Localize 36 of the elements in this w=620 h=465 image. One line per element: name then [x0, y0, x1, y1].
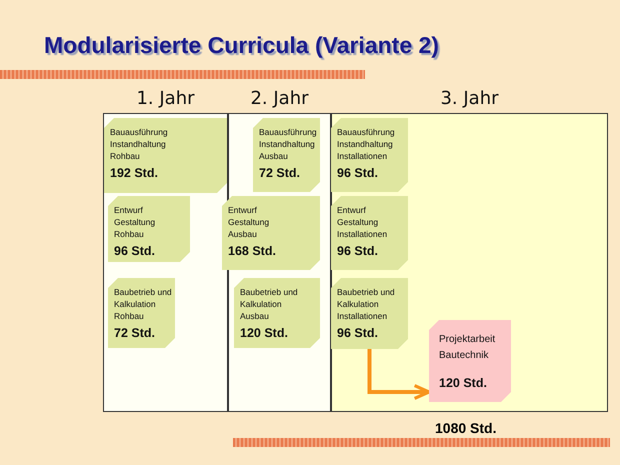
slide-title: Modularisierte Curricula (Variante 2) — [44, 32, 439, 59]
module-box — [104, 118, 227, 193]
module-name: Bauausführung Instandhaltung Installationen — [337, 126, 396, 162]
module-name: Projektarbeit Bautechnik — [439, 333, 496, 363]
module-box — [234, 278, 320, 348]
module-name: Entwurf Gestaltung Rohbau — [114, 204, 156, 240]
hours-text: 120 Std. — [439, 376, 488, 390]
module-box — [429, 320, 511, 402]
arrow — [368, 349, 431, 400]
column-header: 1. Jahr — [135, 88, 196, 110]
hours-text: 96 Std. — [114, 244, 156, 258]
module-box — [253, 118, 320, 192]
hours-text: 120 Std. — [240, 326, 289, 340]
module-box — [108, 196, 190, 262]
module-name: Entwurf Gestaltung Ausbau — [228, 204, 270, 240]
module-name: Baubetrieb und Kalkulation Ausbau — [240, 286, 299, 322]
hours-text: 72 Std. — [114, 326, 156, 340]
module-box — [108, 278, 175, 348]
module-name: Baubetrieb und Kalkulation Rohbau — [114, 286, 173, 322]
hours-text: 192 Std. — [110, 166, 159, 180]
column-header: 3. Jahr — [439, 88, 500, 110]
total-hours-text: 1080 Std. — [435, 420, 496, 436]
hours-text: 96 Std. — [337, 244, 379, 258]
module-box — [331, 118, 408, 192]
module-name: Baubetrieb und Kalkulation Installationen — [337, 286, 396, 322]
hours-text: 168 Std. — [228, 244, 277, 258]
column-header: 2. Jahr — [249, 88, 310, 110]
hours-text: 96 Std. — [337, 326, 379, 340]
module-name: Entwurf Gestaltung Installationen — [337, 204, 388, 240]
module-box — [222, 196, 320, 270]
hours-text: 72 Std. — [259, 166, 301, 180]
module-box — [331, 196, 408, 270]
module-name: Bauausführung Instandhaltung Rohbau — [110, 126, 169, 162]
module-box — [331, 278, 408, 349]
hours-text: 96 Std. — [337, 166, 379, 180]
module-name: Bauausführung Instandhaltung Ausbau — [259, 126, 318, 162]
